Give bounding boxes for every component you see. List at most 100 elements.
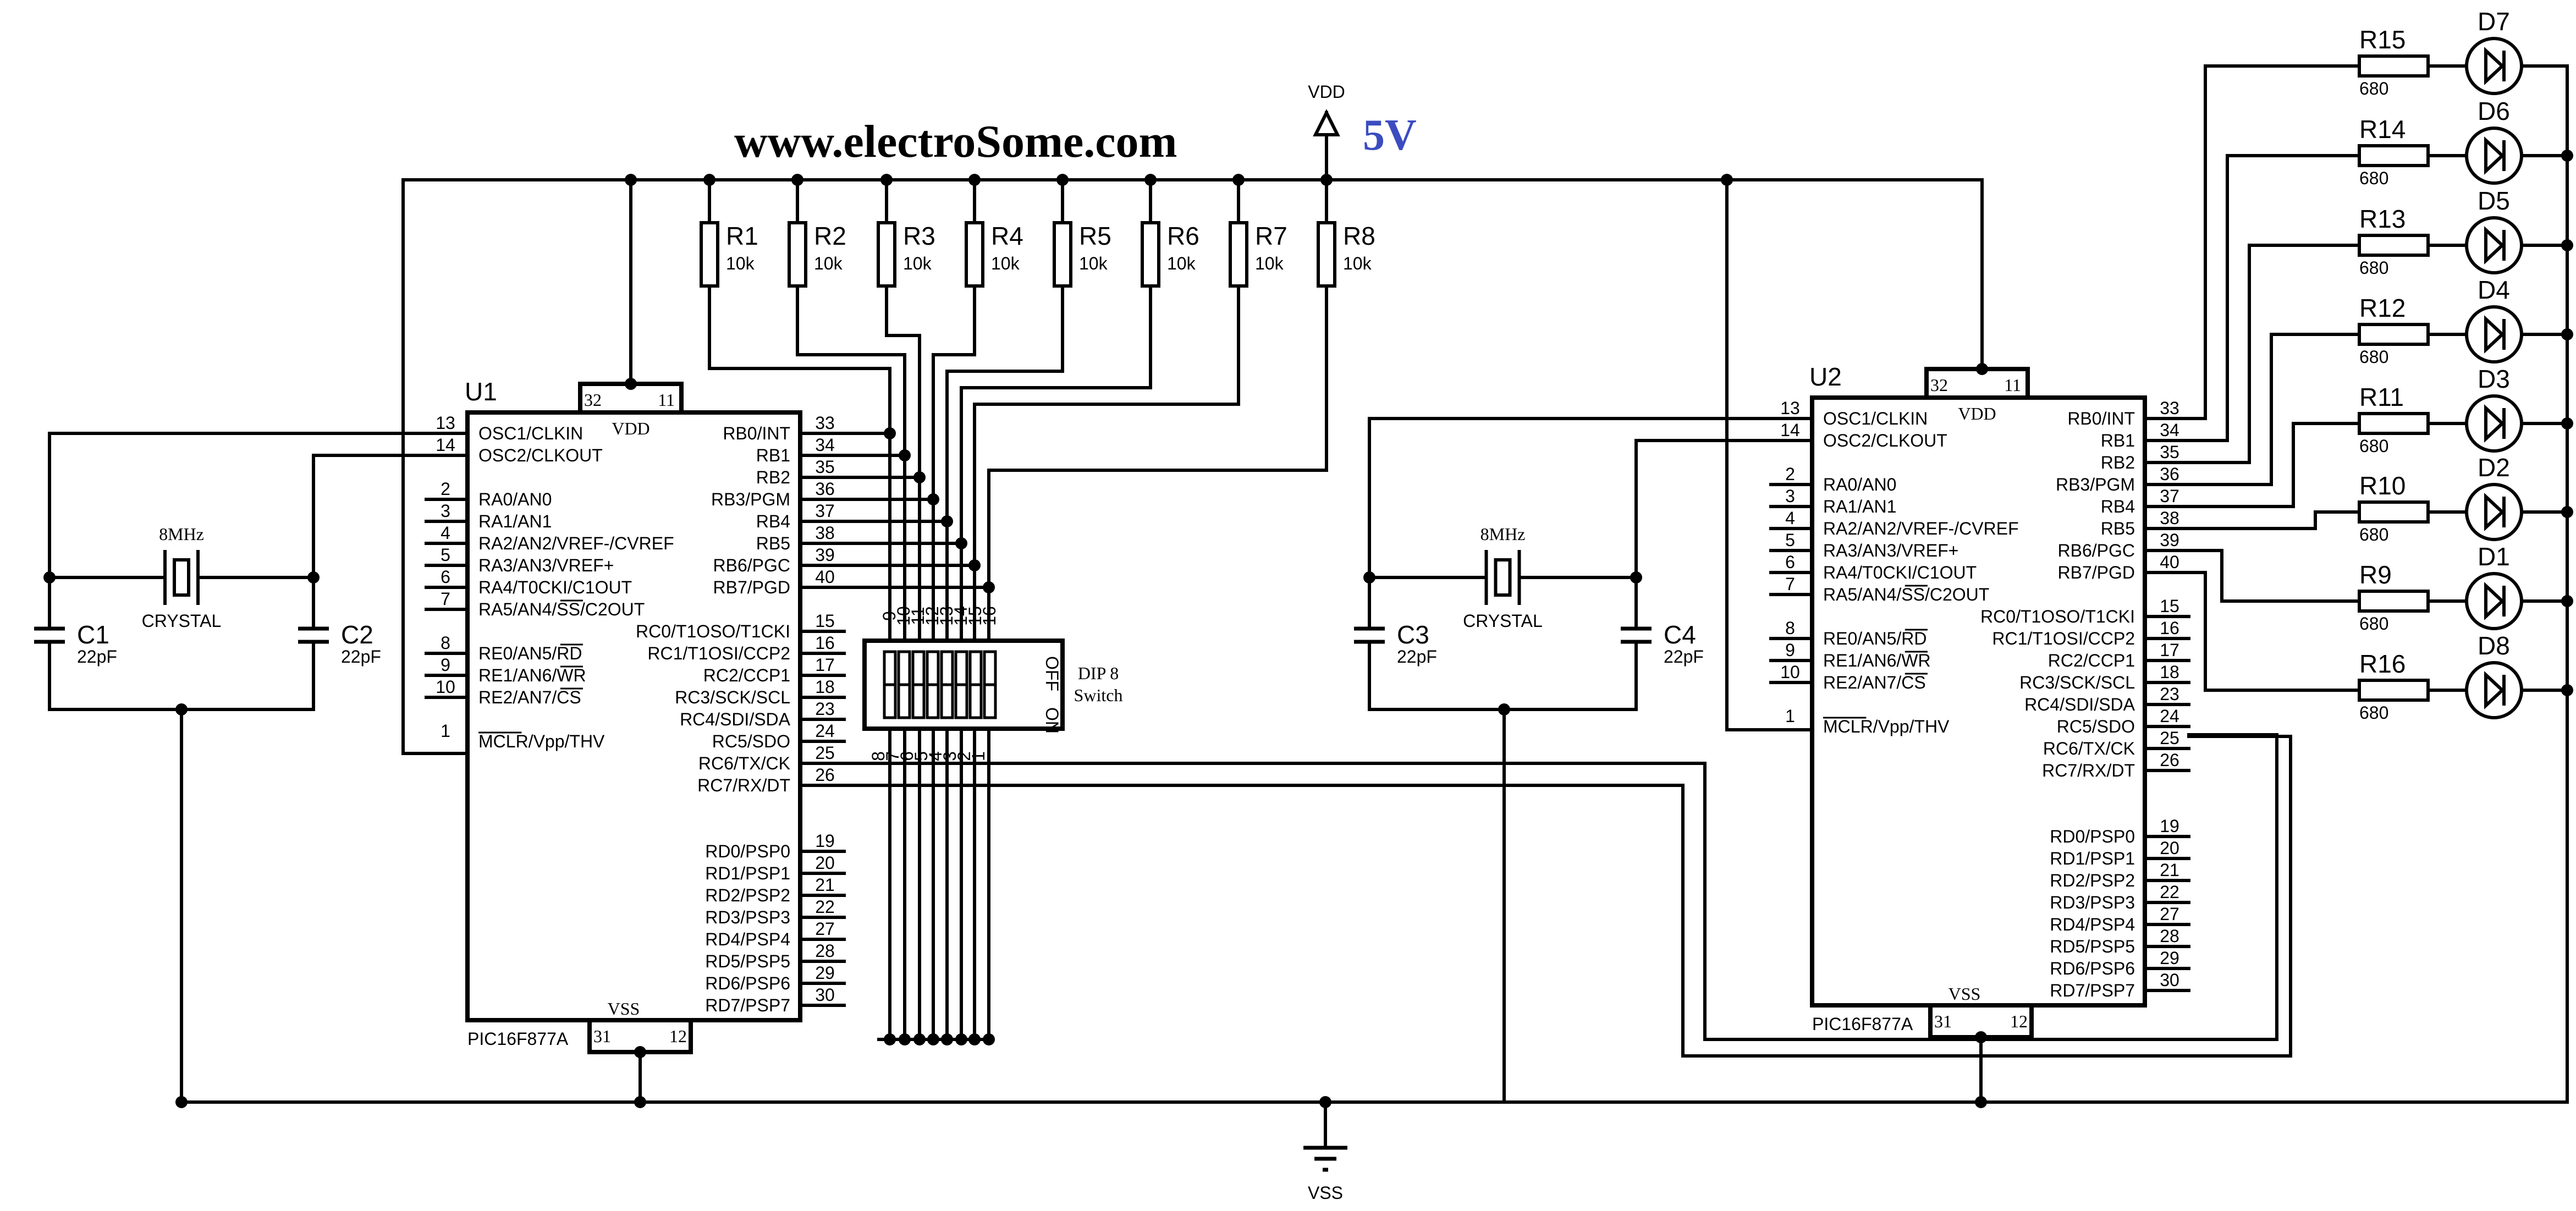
resistor-ref: R3 — [903, 222, 935, 250]
pin-label: RC1/T1OSI/CCP2 — [647, 643, 790, 663]
u2-mclr-wire — [1725, 178, 1814, 731]
supply-voltage-label: 5V — [1363, 111, 1417, 159]
pin-number: 27 — [815, 919, 835, 939]
pin-label: RB3/PGM — [2056, 475, 2135, 494]
pin-number: 6 — [1785, 552, 1795, 572]
vss-net-label: VSS — [1308, 1183, 1343, 1203]
uart-rx-tx-wire — [843, 735, 2292, 1058]
pin-number: 14 — [436, 435, 455, 455]
pin-label: RB7/PGD — [2058, 563, 2135, 582]
pin-label: RC4/SDI/SDA — [2024, 695, 2135, 714]
led-drive-wire — [2187, 333, 2361, 486]
resistor-value: 680 — [2359, 347, 2388, 367]
resistor-value: 10k — [1255, 254, 1284, 273]
capacitor-value: 22pF — [77, 647, 117, 667]
resistor-icon — [1141, 221, 1160, 288]
pin-label: RE2/AN7/CS — [478, 687, 581, 707]
resistor-ref: R15 — [2359, 25, 2406, 54]
led-drive-wire — [2187, 64, 2361, 420]
dip-pin-number: 2 — [954, 751, 974, 761]
led-ref: D5 — [2478, 186, 2510, 215]
pin-label: RB2 — [756, 467, 790, 487]
junction-dot — [927, 1033, 939, 1045]
pin-number: 16 — [2160, 618, 2179, 638]
junction-dot — [899, 449, 911, 461]
pin-label: RC7/RX/DT — [2042, 761, 2135, 780]
pin-number: 38 — [2160, 508, 2179, 528]
resistor-value: 10k — [1167, 254, 1196, 273]
led-diode-triangle — [2484, 136, 2505, 175]
crystal-label: CRYSTAL — [1463, 611, 1543, 631]
pin-label: RB2 — [2101, 453, 2135, 472]
resistor-value: 680 — [2359, 614, 2388, 634]
pin-number: 6 — [441, 567, 450, 587]
led-diode-triangle — [2484, 226, 2505, 265]
junction-dot — [1056, 174, 1069, 186]
resistor-icon — [2358, 500, 2430, 524]
pin-number: 19 — [815, 831, 835, 851]
led-drive-wire — [2187, 549, 2361, 603]
pin-label: OSC2/CLKOUT — [478, 445, 603, 465]
pin-label: RD0/PSP0 — [2050, 827, 2135, 846]
pin-label: RA1/AN1 — [478, 511, 552, 531]
junction-dot — [1630, 571, 1642, 584]
pin-label: RC1/T1OSI/CCP2 — [1992, 629, 2135, 648]
junction-dot — [968, 559, 981, 571]
pin-number: 18 — [815, 677, 835, 697]
dip-label: DIP 8 — [1078, 663, 1119, 683]
pin-label: RE0/AN5/RD — [478, 643, 582, 663]
pin-number: 23 — [815, 699, 835, 719]
pin-label: RE0/AN5/RD — [1823, 629, 1927, 648]
junction-dot — [634, 1096, 646, 1108]
dip-pin-number: 5 — [911, 751, 931, 761]
pin-label: RA4/T0CKI/C1OUT — [478, 577, 632, 597]
pin-number: 5 — [1785, 530, 1795, 550]
pin-number: 39 — [2160, 530, 2179, 550]
pin-label: RB6/PGC — [713, 555, 790, 575]
pin-number: 4 — [1785, 508, 1795, 528]
crystal-frequency: 8MHz — [1480, 524, 1526, 544]
pin-label: RD6/PSP6 — [705, 973, 790, 993]
junction-dot — [884, 1033, 896, 1045]
pin-label: RE2/AN7/CS — [1823, 673, 1926, 692]
junction-dot — [941, 515, 953, 527]
capacitor-ref: C3 — [1397, 620, 1429, 649]
junction-dot — [625, 174, 637, 186]
dip-pin-number: 6 — [897, 751, 917, 761]
pin-label: RD7/PSP7 — [2050, 981, 2135, 1000]
dip-pin-number: 13 — [937, 606, 956, 626]
junction-dots — [43, 150, 2573, 1108]
junction-dot — [791, 174, 803, 186]
crystal-frequency: 8MHz — [159, 524, 204, 544]
pin-label: RB1 — [756, 445, 790, 465]
pin-number: 8 — [441, 633, 450, 653]
pin-label: RA0/AN0 — [1823, 475, 1896, 494]
pin-number: 24 — [2160, 706, 2179, 726]
pin-number: 27 — [2160, 904, 2179, 924]
mcu-ref: U2 — [1809, 362, 1842, 391]
led-ref: D8 — [2478, 631, 2510, 660]
pin-number: 35 — [815, 457, 835, 477]
dip-pin-number: 8 — [868, 751, 888, 761]
pin-label: RB0/INT — [723, 423, 790, 443]
pin-label: RA0/AN0 — [478, 489, 552, 509]
pin-label: RA2/AN2/VREF-/CVREF — [478, 533, 674, 553]
resistor-icon — [877, 221, 896, 288]
pin-label: RC4/SDI/SDA — [680, 709, 791, 729]
pin-number: 40 — [815, 567, 835, 587]
resistor-value: 10k — [903, 254, 932, 273]
resistor-value: 10k — [1079, 254, 1108, 273]
junction-dot — [2561, 328, 2573, 340]
resistor-icon — [700, 221, 719, 288]
junction-dot — [983, 1033, 995, 1045]
pin-label: OSC1/CLKIN — [478, 423, 583, 443]
junction-dot — [968, 174, 981, 186]
pin-label: RC2/CCP1 — [2048, 651, 2135, 670]
pin-label: RD1/PSP1 — [2050, 849, 2135, 868]
vdd-rail — [401, 178, 1984, 755]
pin-number: 29 — [815, 963, 835, 983]
pin-number: 10 — [436, 677, 455, 697]
crystal-label: CRYSTAL — [142, 611, 222, 631]
vss-pin-label: VSS — [1948, 984, 1981, 1004]
